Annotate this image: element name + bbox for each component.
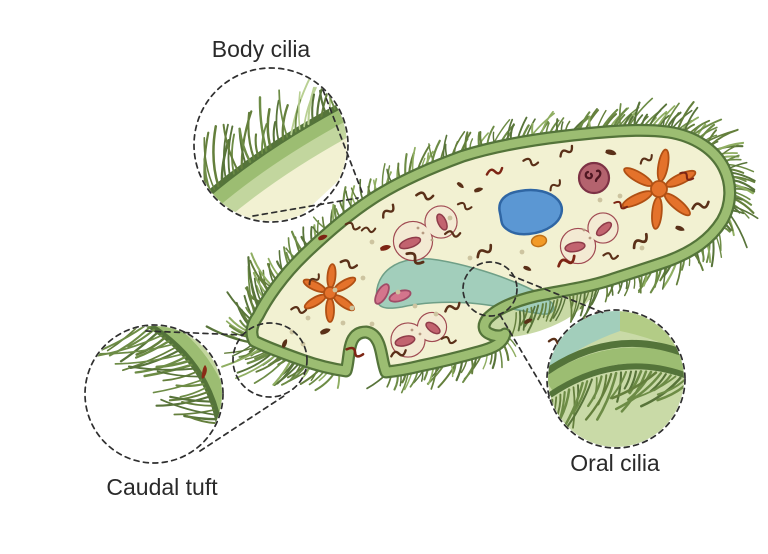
callout-line-oral-1	[509, 274, 605, 314]
caudal-tuft-inset-circle	[84, 324, 224, 464]
label-body-cilia: Body cilia	[212, 36, 311, 62]
contractile-vacuole-left	[302, 263, 357, 323]
oral-cilia-inset-circle	[546, 309, 686, 449]
body-cilia-inset-circle	[193, 67, 349, 223]
organelles	[281, 144, 710, 358]
callout-line-caudal-1	[145, 330, 244, 336]
food-vacuole-b	[559, 212, 619, 265]
food-vacuole-c	[390, 311, 448, 358]
oral-region-marker	[462, 261, 518, 317]
callout-line-body-1	[322, 89, 363, 193]
contractile-vacuole-right	[621, 148, 697, 230]
membrane-band	[247, 126, 734, 377]
gullet-bean	[374, 283, 390, 305]
label-oral-cilia: Oral cilia	[570, 450, 660, 476]
body-cilia-inset	[195, 69, 347, 221]
artwork	[86, 69, 759, 462]
callout-line-oral-2	[499, 314, 550, 399]
food-vacuole-a	[392, 205, 458, 262]
label-caudal-tuft: Caudal tuft	[106, 474, 218, 500]
callout-overlays	[84, 67, 686, 464]
macronucleus	[577, 161, 611, 195]
accessory-vacuole	[530, 234, 548, 248]
granules	[281, 144, 710, 358]
blue-vacuole	[498, 188, 564, 236]
callout-line-body-2	[252, 197, 359, 217]
caudal-region-marker	[232, 322, 308, 398]
callout-line-caudal-2	[199, 393, 288, 452]
cytoplasm-dots	[289, 193, 645, 347]
